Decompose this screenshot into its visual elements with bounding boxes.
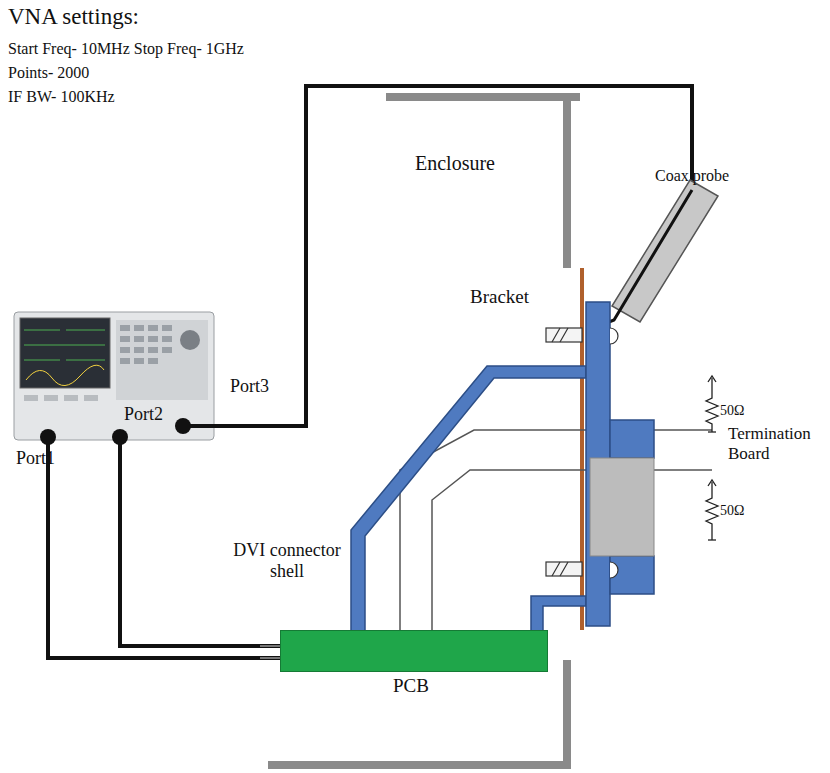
port-label: Port2 xyxy=(124,404,163,425)
resistor-value: 50Ω xyxy=(720,403,744,419)
settings-line: IF BW- 100KHz xyxy=(8,88,115,106)
part-name: PCB xyxy=(393,675,429,697)
vna-port xyxy=(40,418,191,445)
port-label: Port1 xyxy=(16,448,55,469)
enclosure-wall xyxy=(268,93,580,769)
resistor-symbol xyxy=(706,376,718,540)
settings-line: Points- 2000 xyxy=(8,64,89,82)
part-name: Termination Board xyxy=(728,424,824,463)
port-label: Port3 xyxy=(230,376,269,397)
coax-probe xyxy=(604,180,718,324)
part-name: Enclosure xyxy=(415,152,495,175)
coax-cable xyxy=(48,86,692,658)
cable-core xyxy=(260,646,282,658)
resistor-value: 50Ω xyxy=(720,503,744,519)
settings-line: Start Freq- 10MHz Stop Freq- 1GHz xyxy=(8,40,244,58)
part-name: Coax probe xyxy=(655,167,729,185)
mounting-screw xyxy=(546,328,618,578)
vna-instrument xyxy=(14,312,214,440)
part-name: DVI connector shell xyxy=(218,540,356,581)
part-name: Bracket xyxy=(470,286,529,308)
dvi-connector-shell xyxy=(351,302,654,634)
pcb-board: PCB xyxy=(280,630,548,672)
settings-title: VNA settings: xyxy=(8,4,139,30)
connector-insulator xyxy=(590,458,654,556)
